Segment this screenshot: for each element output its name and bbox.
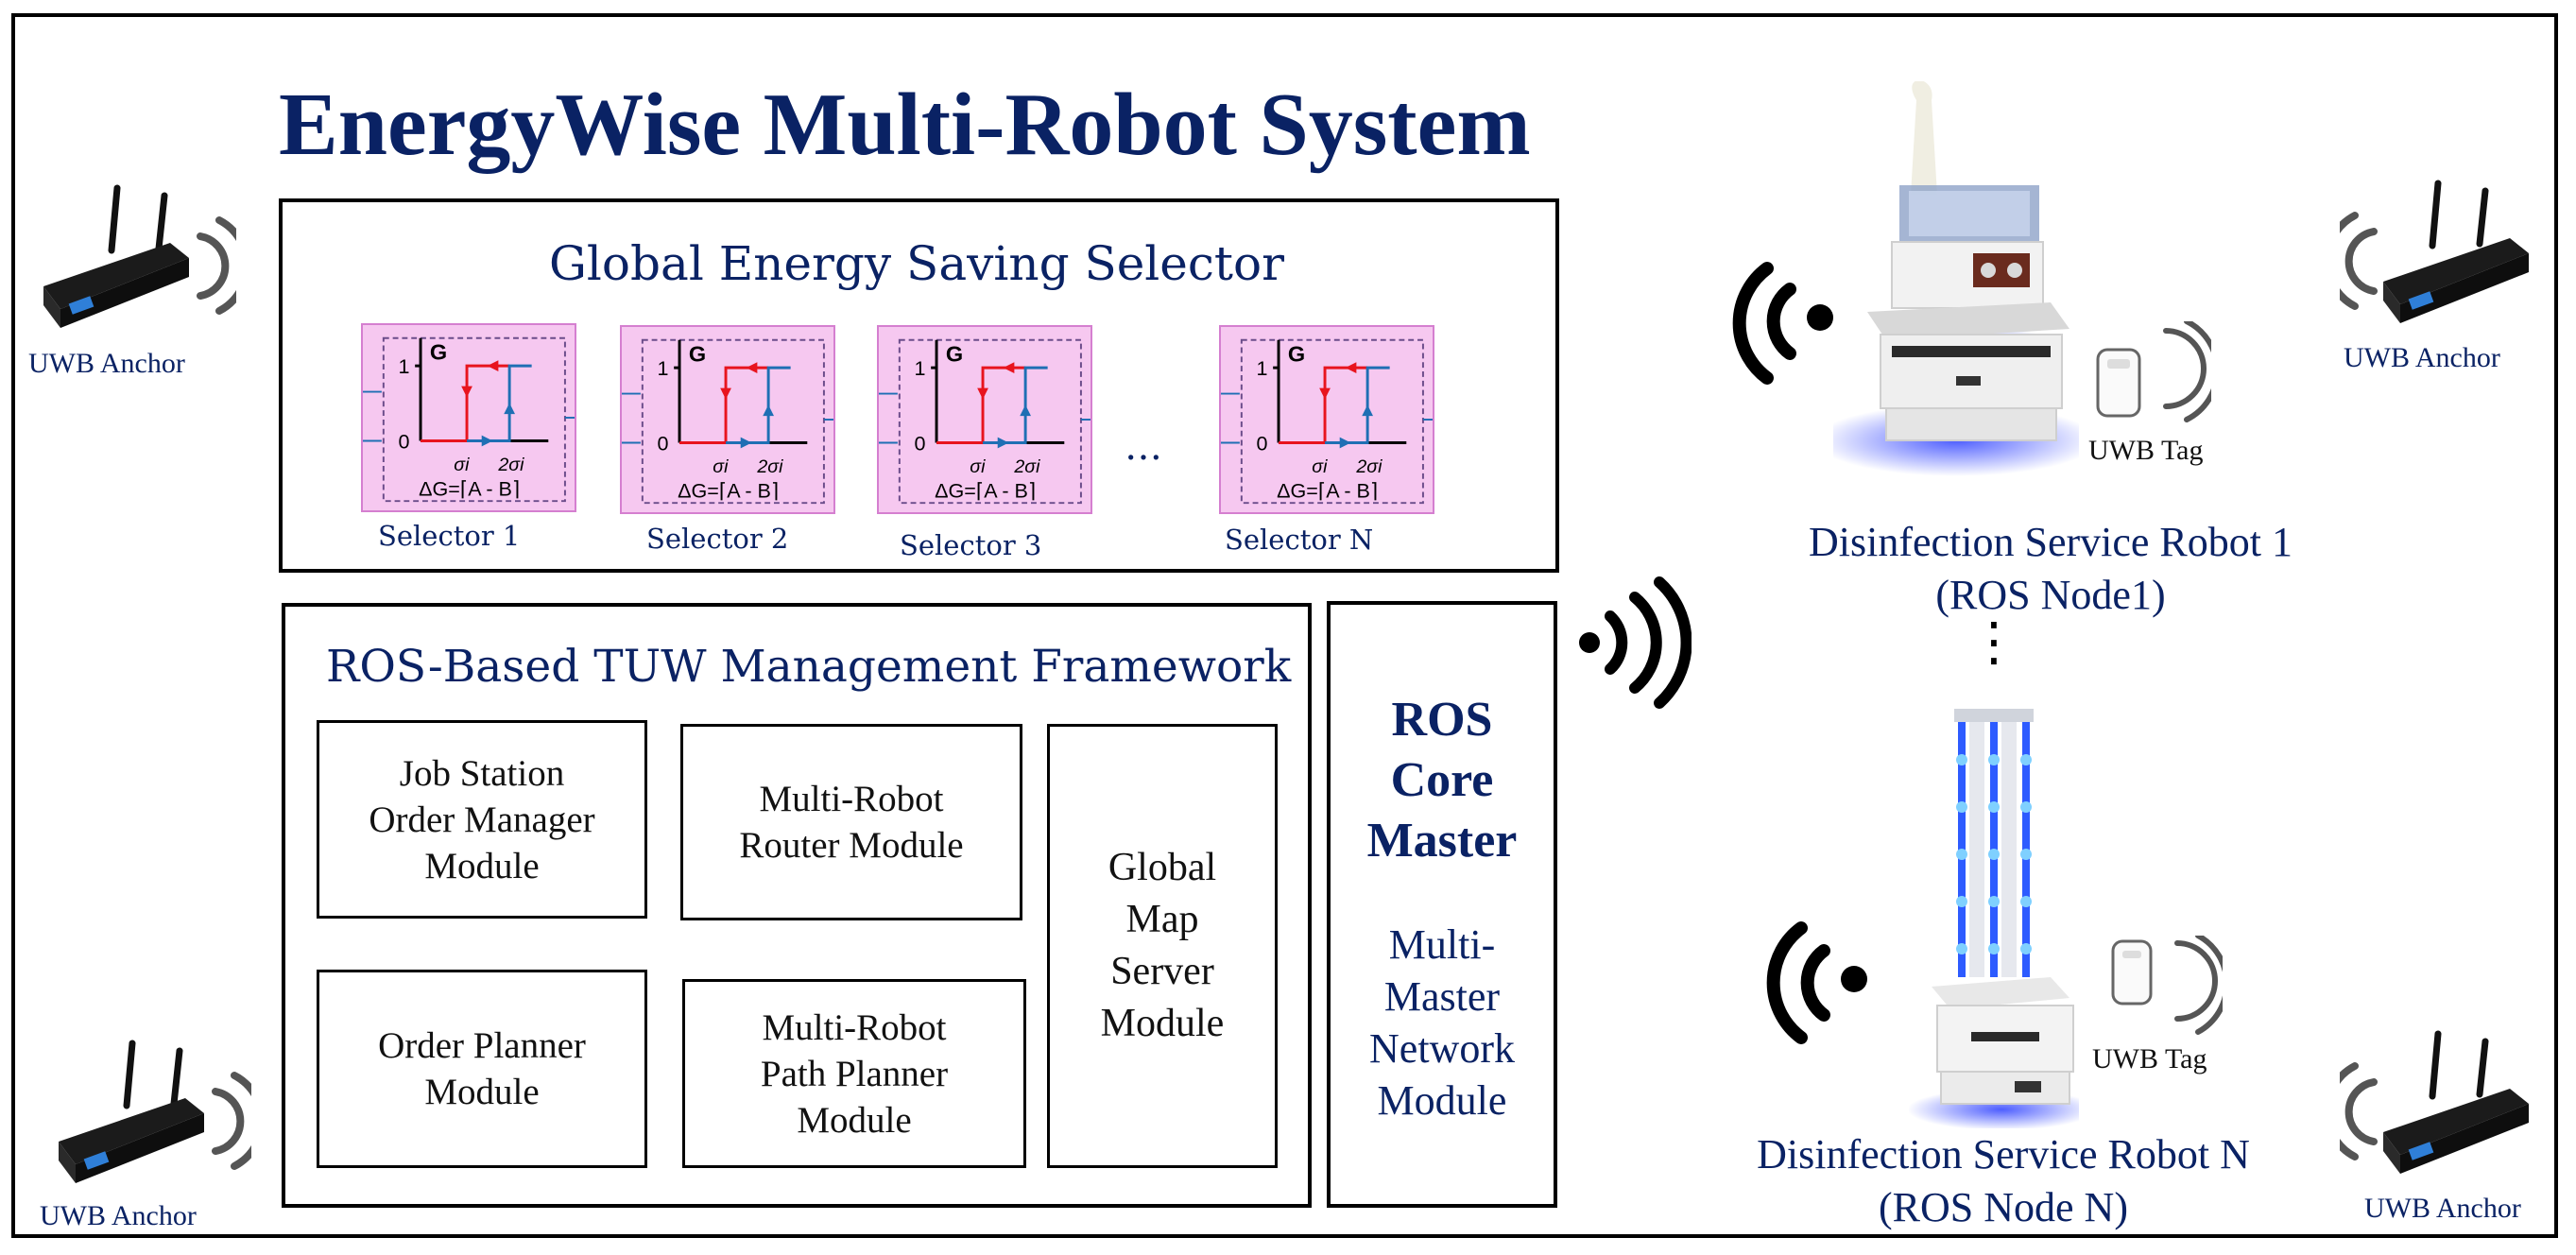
diagram-title: EnergyWise Multi-Robot System xyxy=(279,76,1531,174)
uwb-anchor-label: UWB Anchor xyxy=(2364,1193,2521,1224)
order-planner-module: Order Planner Module xyxy=(317,970,647,1168)
svg-text:0: 0 xyxy=(1257,431,1268,455)
router-icon xyxy=(2340,1030,2529,1174)
router-icon xyxy=(2340,180,2529,323)
selector-graph: G 1 0 σi 2σi ΔG=⌈A - B⌉ xyxy=(620,325,835,514)
path-planner-module: Multi-Robot Path Planner Module xyxy=(682,979,1026,1168)
job-station-module: Job Station Order Manager Module xyxy=(317,720,647,919)
selector-ellipsis: … xyxy=(1125,425,1162,469)
selector-label: Selector 1 xyxy=(378,520,521,552)
svg-text:0: 0 xyxy=(915,431,926,455)
selector-graph: G 1 0 σi 2σi ΔG=⌈A - B⌉ xyxy=(361,323,576,512)
svg-text:ΔG=⌈A - B⌉: ΔG=⌈A - B⌉ xyxy=(935,478,1036,502)
svg-text:ΔG=⌈A - B⌉: ΔG=⌈A - B⌉ xyxy=(419,476,520,500)
disinfection-robot-1-image xyxy=(1833,81,2079,476)
selector-graph: G 1 0 σi 2σi ΔG=⌈A - B⌉ xyxy=(1219,325,1434,514)
diagram-frame xyxy=(11,13,2558,1238)
hysteresis-graph: G 1 0 σi 2σi ΔG=⌈A - B⌉ xyxy=(1221,338,1433,505)
svg-text:G: G xyxy=(430,339,447,364)
robot-n-label: Disinfection Service Robot N (ROS Node N… xyxy=(1757,1131,2250,1230)
svg-text:G: G xyxy=(946,341,963,366)
uwb-anchor-label: UWB Anchor xyxy=(2344,342,2500,373)
ros-core-panel xyxy=(1327,601,1557,1208)
multi-master-network-module: Multi- Master Network Module xyxy=(1369,921,1515,1124)
svg-text:0: 0 xyxy=(658,431,669,455)
svg-text:G: G xyxy=(1288,341,1305,366)
uwb-tag-icon xyxy=(2111,936,2223,1035)
ros-core-title: ROS Core Master xyxy=(1366,693,1518,868)
robot-1-label: Disinfection Service Robot 1 (ROS Node1) xyxy=(1808,519,2293,618)
selector-label: Selector 3 xyxy=(900,529,1042,561)
svg-text:2σi: 2σi xyxy=(1013,456,1040,477)
framework-title: ROS-Based TUW Management Framework xyxy=(326,641,1292,693)
svg-text:σi: σi xyxy=(713,456,729,477)
router-icon xyxy=(59,1040,251,1183)
uwb-anchor-label: UWB Anchor xyxy=(28,348,185,379)
svg-text:2σi: 2σi xyxy=(497,455,524,475)
hysteresis-graph: G 1 0 σi 2σi ΔG=⌈A - B⌉ xyxy=(363,336,575,503)
framework-panel xyxy=(282,603,1312,1208)
svg-text:1: 1 xyxy=(399,354,410,378)
uwb-anchor-label: UWB Anchor xyxy=(40,1200,197,1231)
hysteresis-graph: G 1 0 σi 2σi ΔG=⌈A - B⌉ xyxy=(622,338,833,505)
global-map-server-module: Global Map Server Module xyxy=(1047,724,1278,1168)
svg-text:σi: σi xyxy=(454,455,470,475)
svg-text:σi: σi xyxy=(970,456,986,477)
multi-robot-router-module: Multi-Robot Router Module xyxy=(680,724,1022,920)
selector-panel-title: Global Energy Saving Selector xyxy=(548,236,1284,291)
svg-text:1: 1 xyxy=(1257,356,1268,380)
uwb-tag-label: UWB Tag xyxy=(2088,435,2204,466)
wifi-signal-icon xyxy=(1732,262,1833,385)
svg-text:2σi: 2σi xyxy=(1355,456,1382,477)
svg-text:0: 0 xyxy=(399,429,410,453)
selector-label: Selector 2 xyxy=(646,523,789,555)
svg-text:1: 1 xyxy=(658,356,669,380)
svg-text:σi: σi xyxy=(1312,456,1328,477)
svg-text:ΔG=⌈A - B⌉: ΔG=⌈A - B⌉ xyxy=(1277,478,1378,502)
svg-text:G: G xyxy=(689,341,706,366)
wifi-signal-icon xyxy=(1579,576,1692,709)
uwb-tag-label: UWB Tag xyxy=(2092,1043,2207,1074)
router-icon xyxy=(43,184,236,328)
selector-label: Selector N xyxy=(1225,524,1374,556)
hysteresis-graph: G 1 0 σi 2σi ΔG=⌈A - B⌉ xyxy=(879,338,1091,505)
wifi-signal-icon xyxy=(1766,921,1867,1044)
robot-ellipsis: ⋮ xyxy=(1967,611,2020,673)
selector-graph: G 1 0 σi 2σi ΔG=⌈A - B⌉ xyxy=(877,325,1092,514)
disinfection-robot-n-image xyxy=(1909,709,2079,1128)
svg-text:2σi: 2σi xyxy=(756,456,783,477)
svg-text:1: 1 xyxy=(915,356,926,380)
svg-text:ΔG=⌈A - B⌉: ΔG=⌈A - B⌉ xyxy=(678,478,779,502)
uwb-tag-icon xyxy=(2096,321,2211,422)
